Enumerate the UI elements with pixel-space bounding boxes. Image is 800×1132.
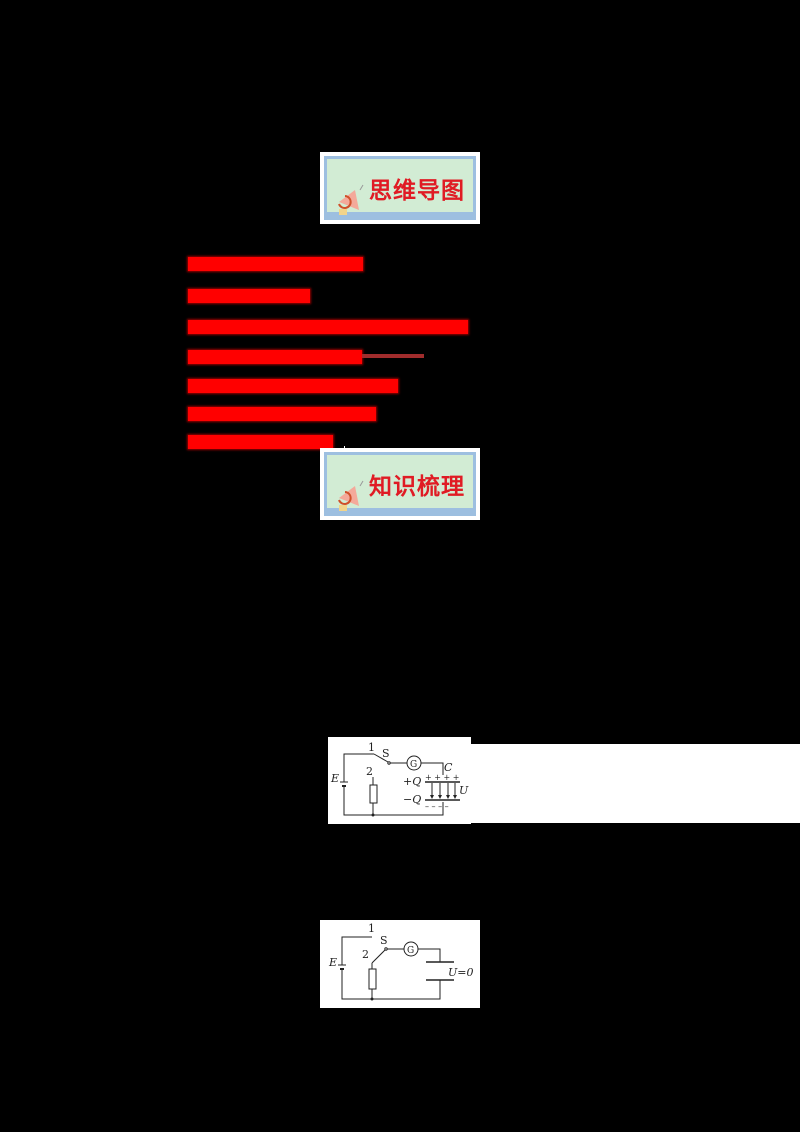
megaphone-mascot-icon [338, 480, 364, 511]
switch-pos1-label: 1 [368, 922, 375, 935]
outline-line-6: （文字模糊不可辨） [188, 407, 376, 421]
blank-band [470, 744, 800, 823]
voltage-label: U [459, 784, 469, 797]
switch-pos1-label: 1 [368, 741, 375, 754]
outline-line-7: （文字模糊不可辨） [188, 435, 333, 449]
mind-map-banner: 思维导图 [320, 152, 480, 224]
charging-circuit-diagram: 1 S G 2 E C +Q −Q U + + + + – – – – [330, 741, 469, 817]
mind-map-banner-frame: 思维导图 [324, 156, 476, 220]
megaphone-mascot-icon [338, 184, 364, 215]
knowledge-banner-frame: 知识梳理 [324, 452, 476, 516]
charging-circuit-figure: 1 S G 2 E C +Q −Q U + + + + – – – – [328, 737, 471, 824]
outline-line-3: （文字模糊不可辨） [188, 320, 468, 334]
galvanometer-label: G [407, 946, 414, 956]
minus-charge-label: −Q [403, 793, 421, 806]
mind-map-title: 思维导图 [369, 178, 465, 204]
knowledge-banner: 知识梳理 [320, 448, 480, 520]
switch-pos2-label: 2 [366, 765, 373, 778]
discharging-circuit-figure: 1 S G 2 E U=0 [320, 920, 480, 1008]
knowledge-title: 知识梳理 [369, 474, 465, 500]
plus-charge-label: +Q [403, 775, 421, 788]
outline-line-2: （文字模糊不可辨） [188, 289, 310, 303]
emf-label: E [330, 772, 339, 785]
switch-pos2-label: 2 [362, 948, 369, 961]
plus-signs: + + + + [425, 773, 459, 782]
emf-label: E [328, 956, 337, 969]
switch-label: S [380, 934, 388, 947]
outline-line-4: （文字模糊不可辨） [188, 350, 362, 364]
outline-line-5: （文字模糊不可辨） [188, 379, 398, 393]
outline-line-1: （文字模糊不可辨） [188, 257, 363, 271]
switch-label: S [382, 747, 390, 760]
capacitor-label: C [444, 761, 453, 774]
connector-bar [362, 354, 424, 358]
voltage-label: U=0 [448, 966, 474, 979]
galvanometer-label: G [410, 760, 417, 770]
discharging-circuit-diagram: 1 S G 2 E U=0 [328, 922, 474, 1001]
minus-signs: – – – – [425, 802, 449, 811]
